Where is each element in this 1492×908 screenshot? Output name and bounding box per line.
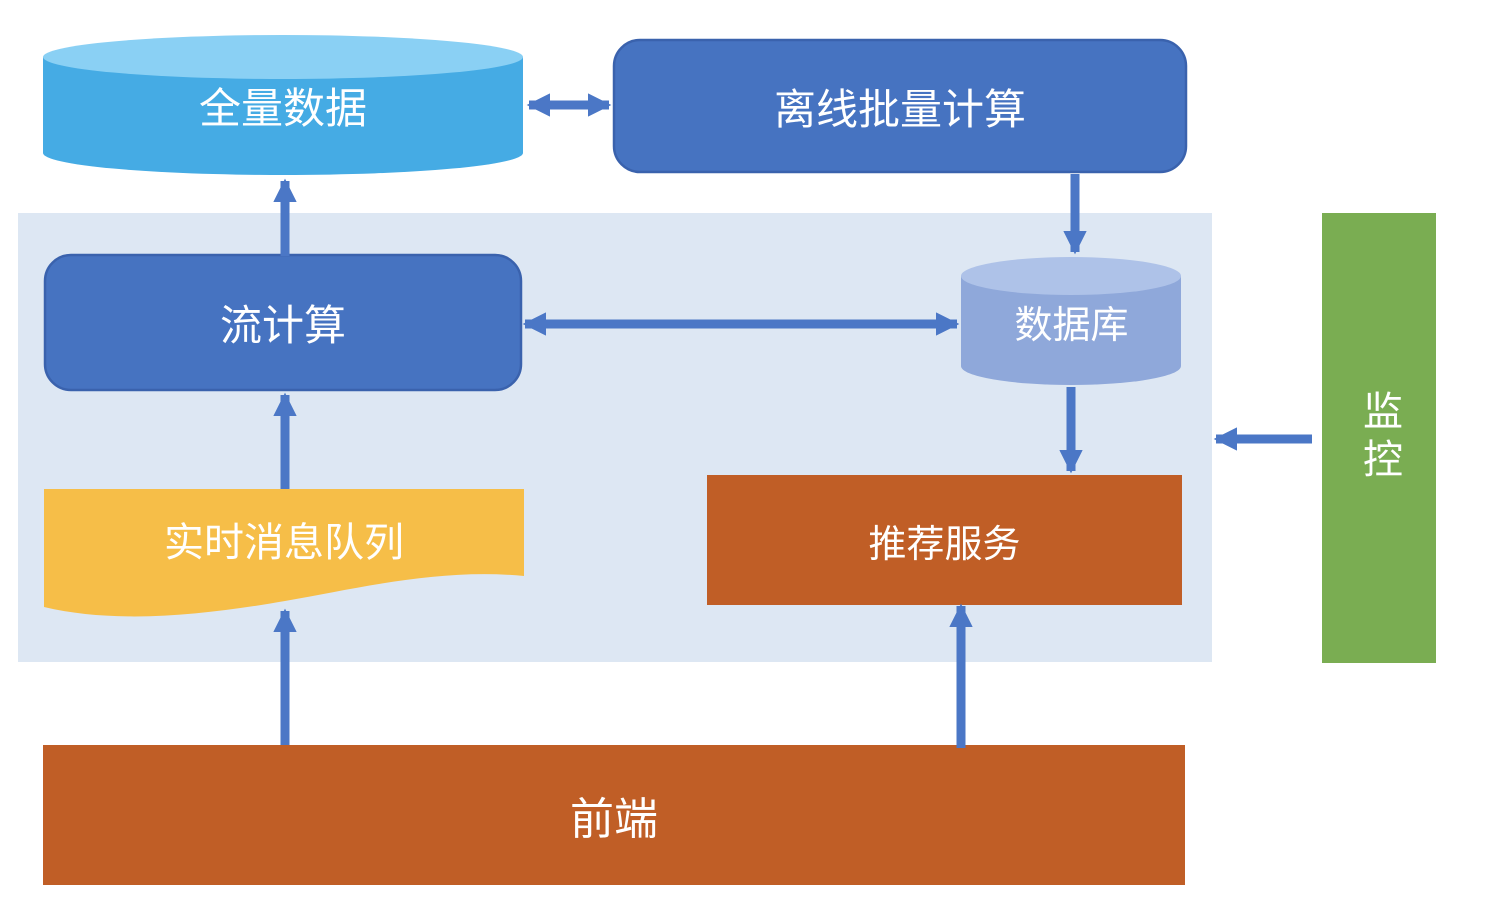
offline-batch-box — [612, 38, 1188, 174]
full-data-cylinder — [43, 35, 523, 175]
database-cylinder — [961, 257, 1181, 385]
realtime-queue-wave — [44, 489, 524, 617]
monitor-bar — [1322, 213, 1436, 663]
recommend-service-box — [707, 475, 1182, 605]
frontend-box — [43, 745, 1185, 885]
stream-compute-box — [43, 253, 523, 392]
